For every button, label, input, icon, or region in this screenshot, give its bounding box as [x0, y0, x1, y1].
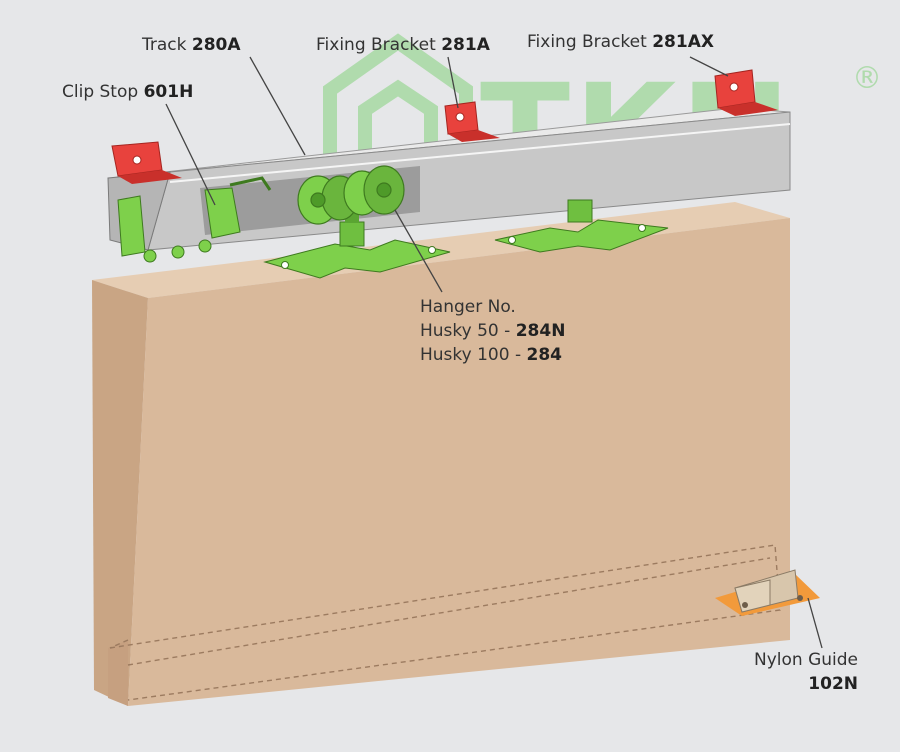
label-bracket-281a-name: Fixing Bracket [316, 35, 436, 55]
label-hanger-title: Hanger No. [420, 297, 516, 317]
hanger-284-back [494, 199, 669, 253]
label-hanger-line1: Husky 50 - 284N [420, 319, 565, 343]
label-fixing-bracket-281ax: Fixing Bracket 281AX [527, 30, 714, 54]
label-hanger-line2-name: Husky 100 - [420, 345, 522, 365]
fixing-bracket-281a [444, 101, 500, 142]
label-clip-stop-code: 601H [143, 82, 194, 102]
label-nylon-guide-name: Nylon Guide [753, 650, 858, 670]
label-clip-stop: Clip Stop 601H [62, 80, 193, 104]
label-hanger-line2: Husky 100 - 284 [420, 343, 565, 367]
label-nylon-guide-code: 102N [808, 674, 858, 694]
leader-bracket-281ax [689, 56, 729, 77]
leader-lines [165, 56, 823, 649]
nylon-guide-part [715, 569, 820, 616]
label-nylon-guide: Nylon Guide 102N [748, 648, 858, 696]
leader-hanger [394, 209, 443, 293]
fixing-bracket-281ax [714, 69, 778, 116]
leader-bracket-281a [447, 56, 459, 109]
label-track: Track 280A [142, 33, 241, 57]
label-bracket-281ax-code: 281AX [652, 32, 714, 52]
leader-clip-stop [165, 103, 216, 206]
fixing-bracket-left [111, 141, 182, 184]
leader-nylon-guide [807, 597, 823, 649]
label-hanger-line2-code: 284 [526, 345, 563, 365]
label-clip-stop-name: Clip Stop [62, 82, 139, 102]
label-hanger-line1-name: Husky 50 - [420, 321, 511, 341]
label-track-name: Track [142, 35, 187, 55]
label-fixing-bracket-281a: Fixing Bracket 281A [316, 33, 490, 57]
label-hanger: Hanger No. Husky 50 - 284N Husky 100 - 2… [420, 295, 565, 367]
door-panel [92, 202, 790, 706]
door-left-face [92, 280, 148, 706]
label-bracket-281a-code: 281A [441, 35, 490, 55]
hanger-284-front [263, 165, 451, 279]
label-track-code: 280A [191, 35, 241, 55]
hanger-wheels [297, 165, 405, 225]
label-bracket-281ax-name: Fixing Bracket [527, 32, 647, 52]
door-front-face [128, 218, 790, 706]
leader-track [249, 56, 306, 156]
label-hanger-line1-code: 284N [515, 321, 566, 341]
registered-mark: ® [852, 61, 882, 96]
door-notch [108, 640, 128, 706]
clip-stop-part [117, 176, 272, 263]
